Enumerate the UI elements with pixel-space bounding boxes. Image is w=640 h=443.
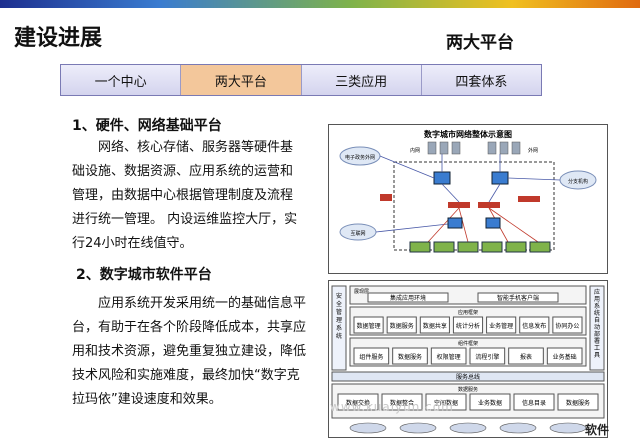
app-box-label: 数据管理: [357, 322, 381, 330]
extranet-label: 外网: [528, 147, 538, 154]
data-box-label: 信息目录: [522, 399, 546, 407]
data-layer-label: 数据服务: [458, 386, 478, 393]
presentation-layer-label: 展现层: [354, 289, 369, 295]
component-box: [469, 347, 506, 365]
app-box-label: 数据共享: [423, 322, 447, 330]
data-box-label: 数据交换: [346, 399, 370, 407]
data-box: [381, 393, 423, 411]
software-diagram: 安全管理系统 应用系统自动部署工具 展现层 集成应用环境 智能手机客户端 应用框…: [328, 280, 608, 438]
app-box: [552, 316, 583, 334]
tab-applications[interactable]: 三类应用: [301, 65, 422, 95]
app-box: [519, 316, 550, 334]
component-framework-label: 组件框架: [458, 340, 478, 347]
tab-platforms[interactable]: 两大平台: [181, 65, 302, 95]
component-box: [353, 347, 390, 365]
data-box-label: 数据服务: [566, 399, 590, 407]
component-box-label: 数据服务: [398, 353, 422, 361]
app-box-label: 信息发布: [522, 322, 546, 330]
app-box: [419, 316, 450, 334]
deploy-tool-label: 应用系统自动部署工具: [594, 288, 600, 359]
app-box: [353, 316, 384, 334]
tab-center[interactable]: 一个中心: [61, 65, 182, 95]
section1-body: 网络、核心存储、服务器等硬件基础设施、数据资源、应用系统的运营和管理，由数据中心…: [72, 140, 298, 251]
page-title: 建设进展: [14, 26, 103, 51]
app-framework-label: 应用框架: [458, 309, 478, 316]
component-box-label: 报表: [520, 353, 532, 361]
component-box-label: 组件服务: [359, 353, 383, 361]
app-box: [452, 316, 484, 334]
data-box: [425, 393, 467, 411]
tab-bar: 一个中心 两大平台 三类应用 四套体系: [60, 64, 542, 96]
data-box: [513, 393, 555, 411]
tab-systems[interactable]: 四套体系: [421, 65, 541, 95]
gov-net-label: 电子政务外网: [345, 154, 375, 161]
data-box-label: 业务数据: [478, 399, 502, 407]
network-diagram-title: 数字城市网络整体示意图: [424, 129, 512, 139]
data-box-label: 空间数据: [434, 399, 458, 407]
switch-icon: [447, 217, 463, 229]
component-box: [430, 347, 467, 365]
service-bus-label: 服务总线: [456, 373, 480, 381]
app-box: [486, 316, 517, 334]
switch-icon: [485, 217, 501, 229]
app-box-label: 业务管理: [489, 322, 513, 330]
component-box-label: 权限管理: [437, 353, 461, 361]
component-box-label: 业务基础: [553, 353, 577, 361]
app-box: [386, 316, 417, 334]
component-box: [546, 347, 583, 365]
data-box: [557, 393, 599, 411]
section2-body: 应用系统开发采用统一的基础信息平台，有助于在各个阶段降低成本，共享应用和技术资源…: [72, 296, 307, 407]
watermark-logo: 软件: [585, 423, 610, 437]
component-box: [392, 347, 428, 365]
component-box: [508, 347, 544, 365]
component-box-label: 流程引擎: [475, 353, 499, 361]
data-box: [337, 393, 379, 411]
section1-heading: 1、硬件、网络基础平台: [72, 118, 222, 134]
switch-icon: [491, 171, 509, 185]
intranet-label: 内网: [410, 147, 420, 154]
data-box: [469, 393, 511, 411]
smartphone-client-label: 智能手机客户端: [497, 294, 539, 302]
app-box-label: 数据服务: [390, 322, 414, 330]
top-gradient-bar: [0, 0, 640, 8]
network-diagram: 数字城市网络整体示意图 电子政务外网 互联网 分支机构 内网 外网: [328, 124, 608, 274]
page-subtitle: 两大平台: [446, 33, 514, 53]
watermark-text: www.kuaiyun.com: [330, 400, 454, 414]
integrated-env-label: 集成应用环境: [390, 294, 426, 302]
app-box-label: 协同办公: [555, 322, 579, 330]
branch-label: 分支机构: [568, 178, 588, 185]
data-box-label: 数据整合: [390, 399, 414, 407]
app-box-label: 统计分析: [456, 322, 480, 330]
security-system-label: 安全管理系统: [336, 292, 342, 340]
internet-label: 互联网: [350, 230, 365, 237]
section2-heading: 2、数字城市软件平台: [76, 267, 212, 283]
switch-icon: [433, 171, 451, 185]
